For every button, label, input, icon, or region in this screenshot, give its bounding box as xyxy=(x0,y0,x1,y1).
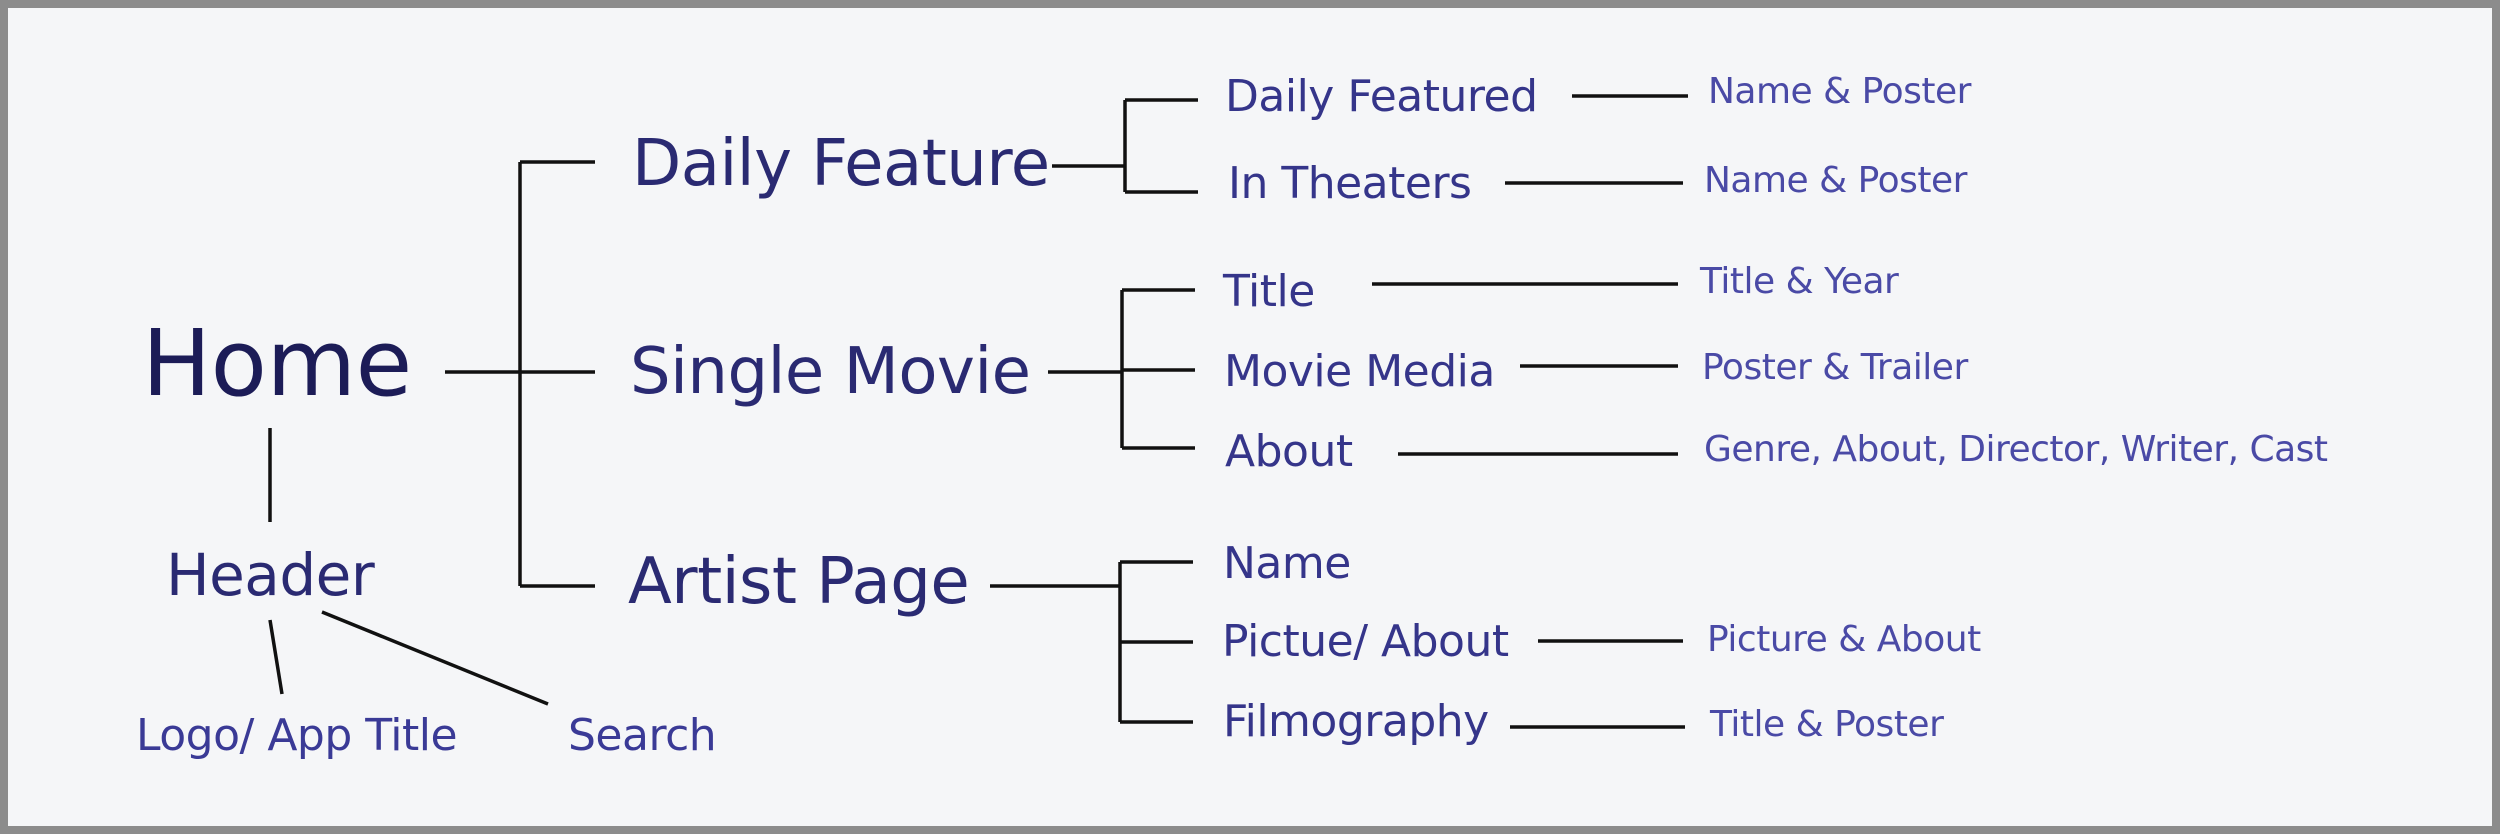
detail-in-theaters: Name & Poster xyxy=(1704,160,1967,201)
node-name: Name xyxy=(1223,538,1351,589)
node-home: Home xyxy=(142,310,412,417)
node-title: Title xyxy=(1223,266,1315,317)
detail-daily-featured: Name & Poster xyxy=(1708,71,1971,112)
node-daily-featured: Daily Featured xyxy=(1225,71,1538,122)
detail-filmography: Title & Poster xyxy=(1710,704,1944,745)
node-about: About xyxy=(1225,426,1353,477)
node-logo-app-title: Logo/ App Title xyxy=(136,710,458,761)
detail-about: Genre, About, Director, Writer, Cast xyxy=(1704,429,2328,470)
node-single-movie: Single Movie xyxy=(630,335,1031,409)
node-movie-media: Movie Media xyxy=(1224,346,1495,397)
detail-pictue-about: Picture & About xyxy=(1707,619,1981,660)
connector-header-search xyxy=(321,610,549,706)
detail-movie-media: Poster & Trailer xyxy=(1702,347,1968,388)
connector-header-logo xyxy=(268,619,284,695)
node-header: Header xyxy=(166,541,375,609)
node-pictue-about: Pictue/ About xyxy=(1222,616,1509,667)
detail-title: Title & Year xyxy=(1700,261,1899,302)
node-search: Search xyxy=(568,710,717,761)
node-daily-feature: Daily Feature xyxy=(632,127,1050,201)
node-artist-page: Artist Page xyxy=(628,545,970,619)
node-in-theaters: In Theaters xyxy=(1228,158,1472,209)
node-filmography: Filmography xyxy=(1223,696,1489,747)
